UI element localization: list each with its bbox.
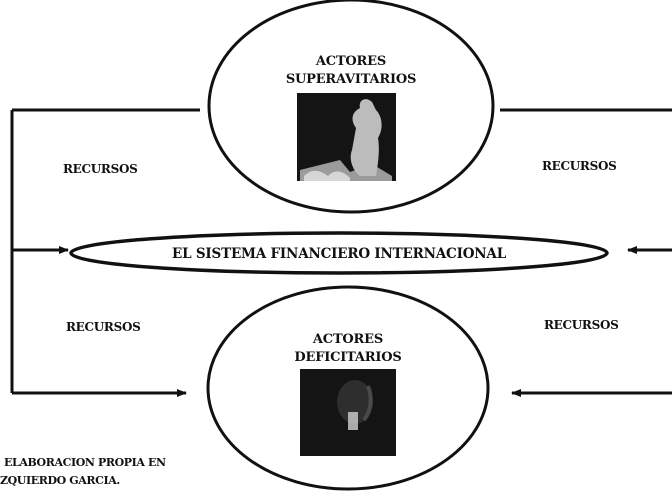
node-sistema-financiero-label: EL SISTEMA FINANCIERO INTERNACIONAL [172, 246, 507, 262]
source-note-line2: ZQUIERDO GARCIA. [0, 474, 120, 487]
node-deficitarios: ACTORES DEFICITARIOS [206, 285, 490, 491]
node-sistema-financiero: EL SISTEMA FINANCIERO INTERNACIONAL [69, 231, 609, 275]
node-superavitarios-line1: ACTORES [315, 54, 386, 69]
source-note: ELABORACION PROPIA EN ZQUIERDO GARCIA. [0, 456, 166, 487]
flow-label-top-left: RECURSOS [63, 162, 138, 176]
node-sistema-financiero-ellipse [69, 231, 609, 275]
deficitarios-photo [300, 369, 396, 456]
flow-label-top-right: RECURSOS [542, 159, 617, 173]
left-flow-connector [10, 108, 200, 397]
node-deficitarios-line2: DEFICITARIOS [294, 350, 401, 365]
node-superavitarios-line2: SUPERAVITARIOS [286, 72, 416, 87]
right-flow-connector [500, 108, 672, 397]
flow-label-bottom-left: RECURSOS [66, 320, 141, 334]
source-note-line1: ELABORACION PROPIA EN [4, 456, 166, 469]
node-deficitarios-line1: ACTORES [312, 332, 383, 347]
flow-label-bottom-right: RECURSOS [544, 318, 619, 332]
superavitarios-photo [297, 93, 396, 181]
node-superavitarios: ACTORES SUPERAVITARIOS [207, 0, 495, 214]
